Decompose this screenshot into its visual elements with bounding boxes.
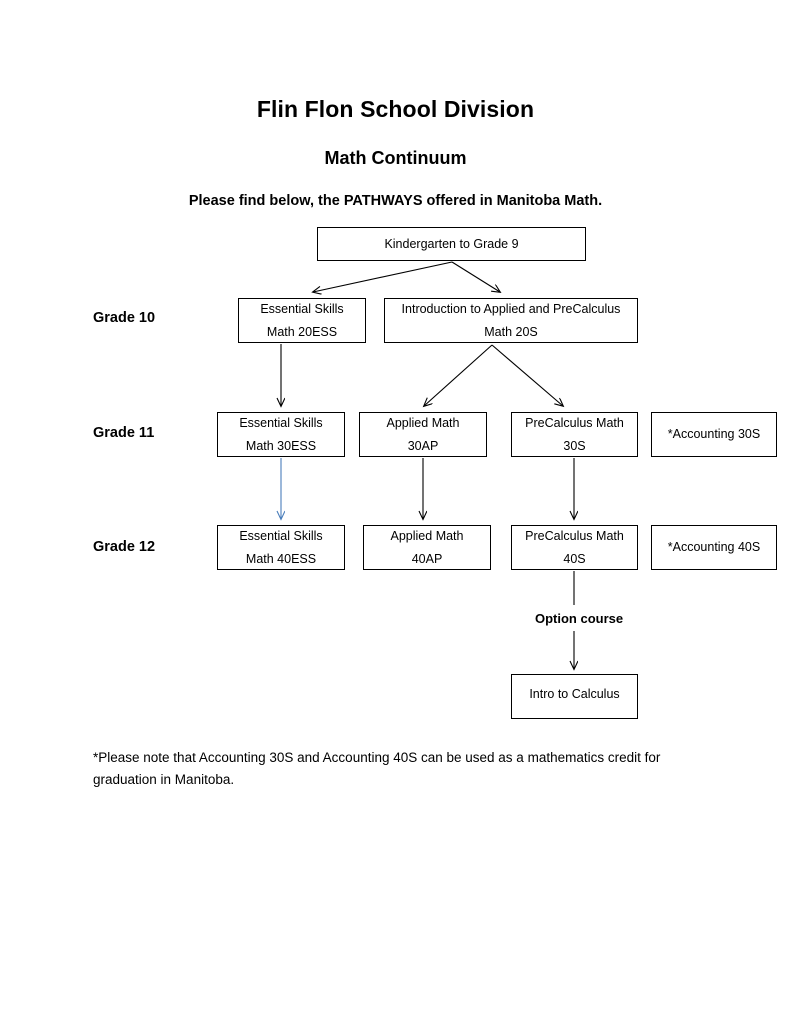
node-line-1: Applied Math <box>390 528 464 543</box>
node-grade10-intro-applied-precalculus[interactable]: Introduction to Applied and PreCalculus … <box>384 298 638 343</box>
node-line-1: Introduction to Applied and PreCalculus <box>401 301 621 316</box>
node-grade10-essential-skills[interactable]: Essential Skills Math 20ESS <box>238 298 366 343</box>
node-line-1: Intro to Calculus <box>529 687 620 701</box>
node-line-1: PreCalculus Math <box>525 528 624 543</box>
node-grade12-accounting[interactable]: *Accounting 40S <box>651 525 777 570</box>
page-title: Flin Flon School Division <box>256 96 535 122</box>
node-grade11-essential-skills[interactable]: Essential Skills Math 30ESS <box>217 412 345 457</box>
node-line-1: Applied Math <box>386 415 460 430</box>
label-option-course: Option course <box>535 611 624 626</box>
page-subtitle: Math Continuum <box>324 148 467 168</box>
row-label-grade-12: Grade 12 <box>93 539 156 555</box>
edge-g10intro-to-g11applied <box>424 344 493 406</box>
node-line-2: Math 20ESS <box>266 325 338 339</box>
node-line-2: Math 30ESS <box>245 439 317 453</box>
intro-line: Please find below, the PATHWAYS offered … <box>188 193 603 209</box>
node-line-1: Essential Skills <box>239 528 323 543</box>
row-label-grade-10: Grade 10 <box>93 310 156 326</box>
node-line-2: Math 40ESS <box>245 552 317 566</box>
node-line-2: 30AP <box>407 439 439 453</box>
node-intro-to-calculus[interactable]: Intro to Calculus <box>511 674 638 719</box>
edge-g10intro-to-g11precalc <box>491 344 563 406</box>
node-line-2: 40AP <box>411 552 443 566</box>
row-label-grade-11: Grade 11 <box>93 425 155 441</box>
node-line-1: *Accounting 40S <box>667 540 761 555</box>
node-line-2: 30S <box>563 439 586 453</box>
footnote-text: *Please note that Accounting 30S and Acc… <box>93 750 661 788</box>
node-line-1: *Accounting 30S <box>667 427 761 442</box>
node-line-1: Essential Skills <box>260 301 344 316</box>
node-grade11-accounting[interactable]: *Accounting 30S <box>651 412 777 457</box>
edge-root-to-g10ess <box>313 261 453 292</box>
node-kindergarten-to-grade-9[interactable]: Kindergarten to Grade 9 <box>317 227 586 261</box>
node-grade11-precalculus-math[interactable]: PreCalculus Math 30S <box>511 412 638 457</box>
node-line-2: Math 20S <box>484 325 538 339</box>
node-grade12-essential-skills[interactable]: Essential Skills Math 40ESS <box>217 525 345 570</box>
node-line-1: PreCalculus Math <box>525 415 624 430</box>
node-line-1: Essential Skills <box>239 415 323 430</box>
node-grade12-precalculus-math[interactable]: PreCalculus Math 40S <box>511 525 638 570</box>
edge-root-to-g10intro <box>451 261 500 292</box>
node-grade12-applied-math[interactable]: Applied Math 40AP <box>363 525 491 570</box>
node-line-2: 40S <box>563 552 586 566</box>
node-line-1: Kindergarten to Grade 9 <box>384 236 519 251</box>
node-grade11-applied-math[interactable]: Applied Math 30AP <box>359 412 487 457</box>
